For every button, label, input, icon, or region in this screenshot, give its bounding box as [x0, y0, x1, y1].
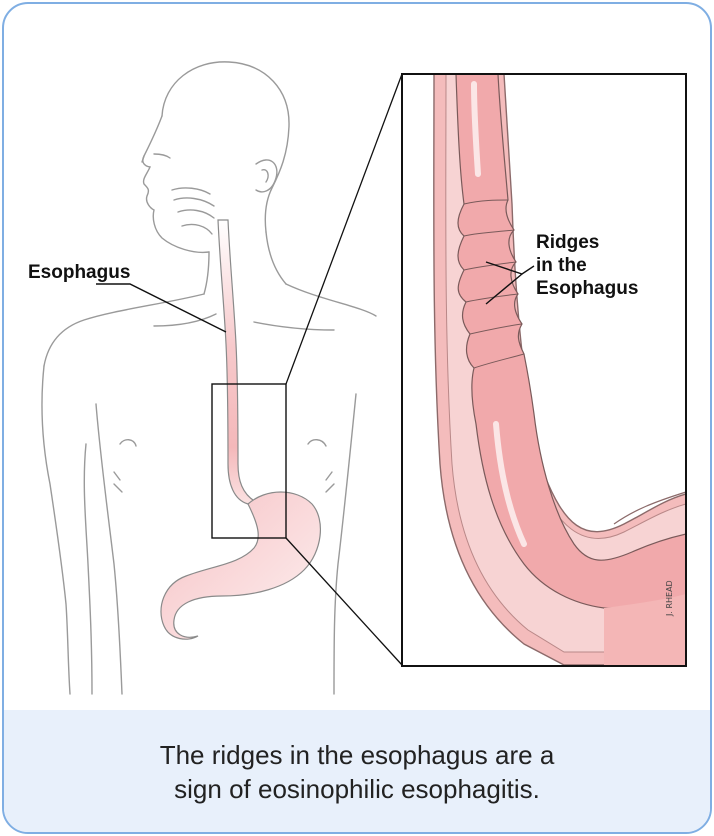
caption-line-2: sign of eosinophilic esophagitis. — [4, 772, 710, 806]
esophagus-leader-line — [96, 284, 226, 332]
caption-line-1: The ridges in the esophagus are a — [4, 738, 710, 772]
body-outline — [42, 62, 376, 694]
zoom-connector-bottom — [286, 538, 402, 665]
anatomy-illustration — [4, 4, 710, 708]
inset-panel — [402, 74, 686, 666]
esophagus-in-body — [218, 220, 256, 504]
ridges-label-line-3: Esophagus — [536, 277, 638, 300]
ridges-label: Ridges in the Esophagus — [536, 231, 638, 300]
ridges-label-line-2: in the — [536, 254, 638, 277]
zoom-connector-top — [286, 74, 402, 384]
caption-panel: The ridges in the esophagus are a sign o… — [4, 710, 710, 832]
esophagus-label: Esophagus — [28, 261, 130, 284]
stomach-in-body — [161, 492, 320, 639]
ridges-label-line-1: Ridges — [536, 231, 638, 254]
artist-signature: J. RHEAD — [665, 580, 674, 616]
